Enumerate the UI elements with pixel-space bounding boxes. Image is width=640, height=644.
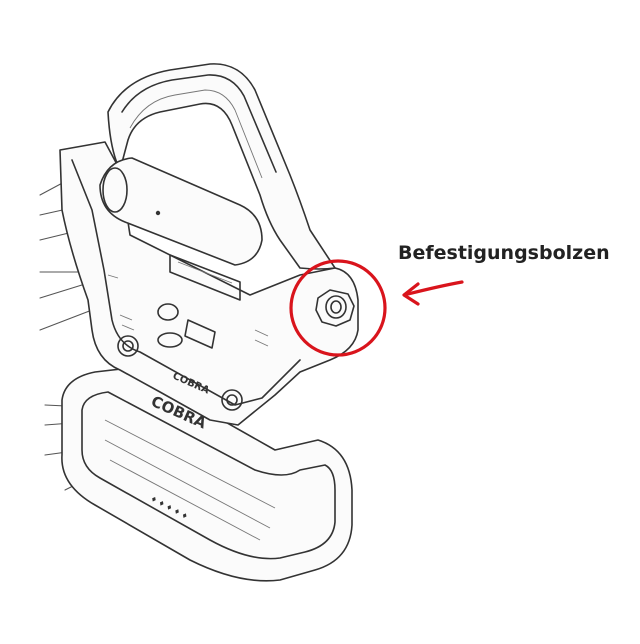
callout-label: Befestigungsbolzen (398, 242, 610, 264)
bolt-icon (315, 289, 355, 327)
circle-highlight (289, 259, 387, 357)
main-housing: COBRA COBRA (59, 141, 359, 433)
arrow-left-icon (402, 280, 464, 306)
lower-frame: ♦ ♦ ♦ ♦ ♦ (61, 367, 353, 582)
d-ring (107, 63, 336, 270)
